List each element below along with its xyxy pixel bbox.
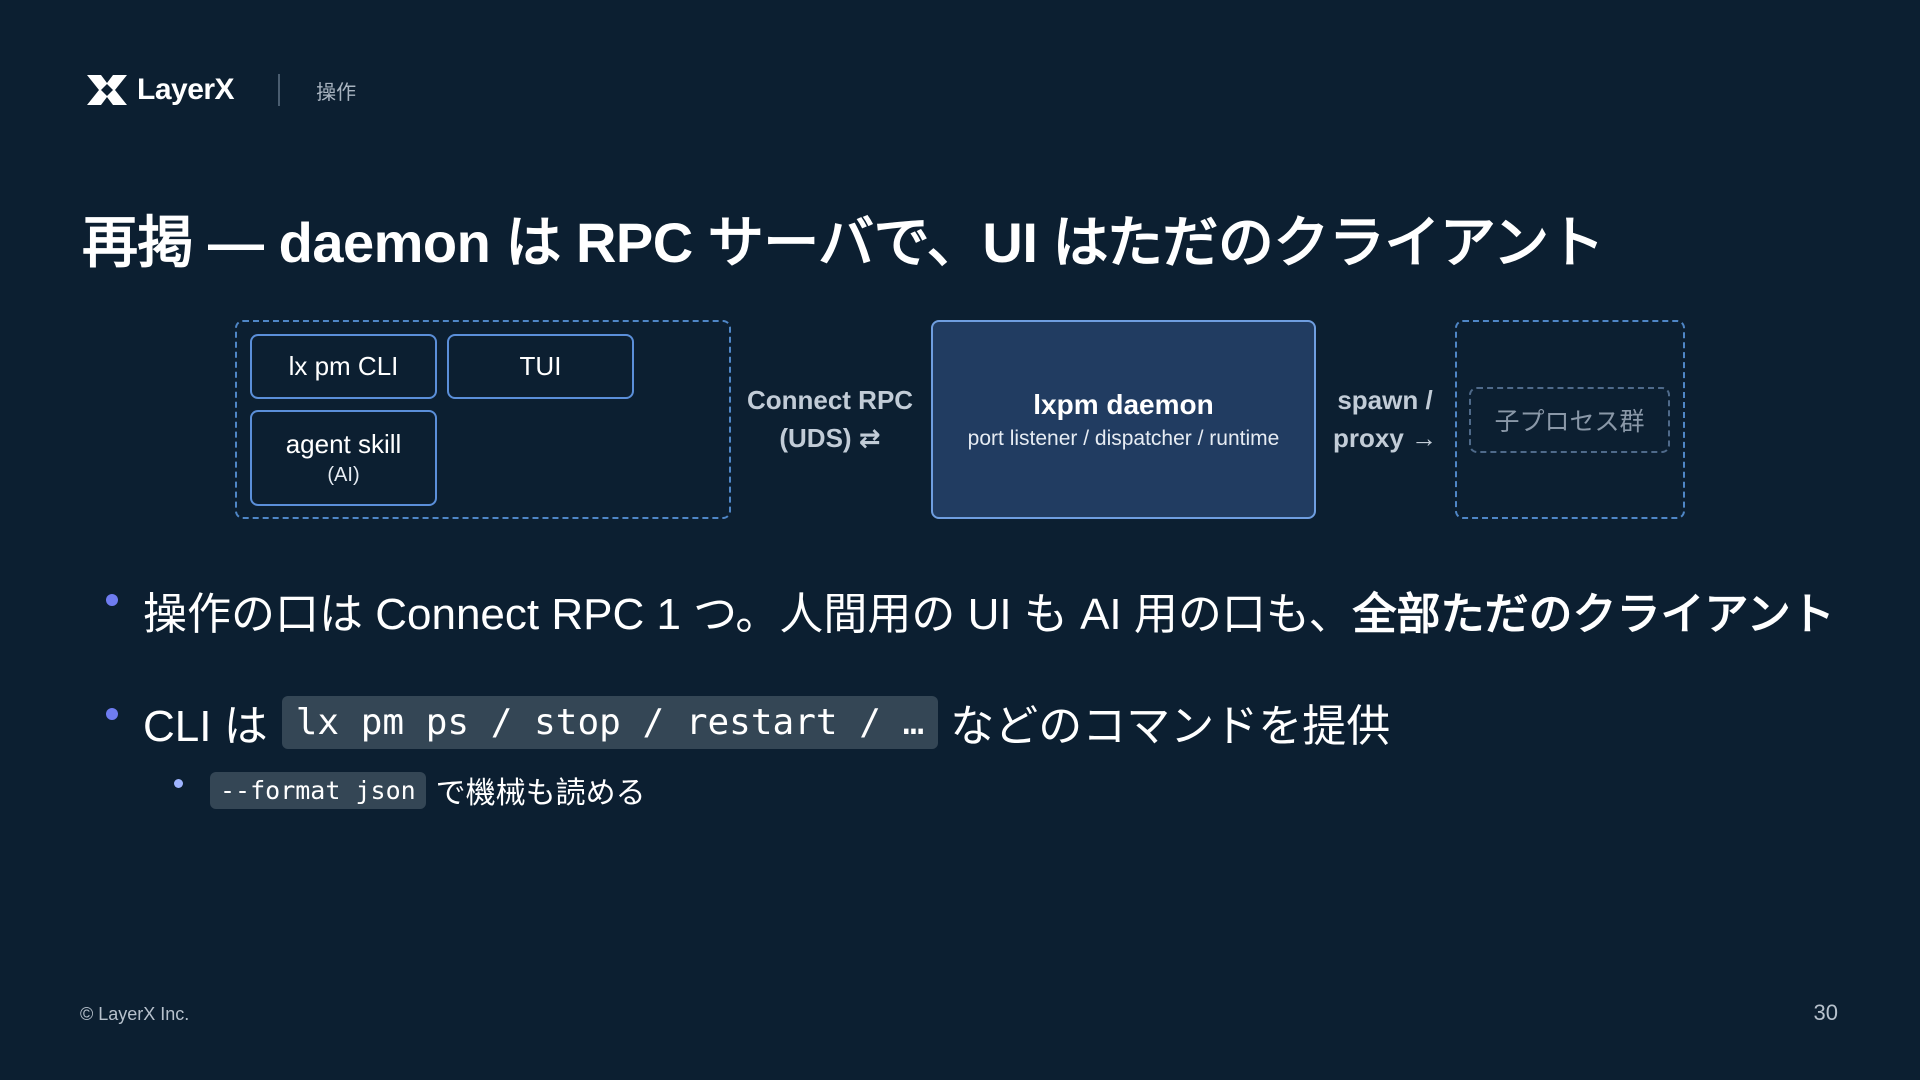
agent-skill-label: agent skill — [285, 429, 402, 459]
tui-label: TUI — [519, 351, 562, 381]
bullet-1-emphasis: 全部ただのクライアント — [1352, 590, 1835, 639]
bullet-marker — [106, 708, 118, 720]
bullet-2-suffix: などのコマンドを提供 — [950, 702, 1391, 751]
slide-header: LayerX 操作 — [85, 70, 356, 110]
spawn-label-line2: proxy → — [1332, 423, 1438, 453]
section-label: 操作 — [316, 81, 357, 104]
cli-label: lx pm CLI — [288, 351, 399, 381]
spawn-label-line1: spawn / — [1337, 385, 1433, 415]
rpc-connection-label: Connect RPC (UDS) ⇄ — [735, 381, 925, 457]
cli-commands-code: lx pm ps / stop / restart / … — [281, 695, 939, 749]
agent-skill-node: agent skill (AI) — [250, 410, 437, 506]
logo-text: LayerX — [137, 73, 235, 106]
copyright: © LayerX Inc. — [80, 1004, 190, 1024]
child-processes-label: 子プロセス群 — [1494, 408, 1645, 436]
sub-bullet-marker — [174, 779, 183, 788]
page-number: 30 — [1813, 1000, 1838, 1025]
sub-bullet-format-json: --format json で機械も読める — [210, 768, 646, 812]
bullet-1-text: 操作の口は Connect RPC 1 つ。人間用の UI も AI 用の口も、 — [143, 590, 1353, 639]
daemon-node: lxpm daemon port listener / dispatcher /… — [931, 320, 1316, 519]
slide-title: 再掲 — daemon は RPC サーバで、UI はただのクライアント — [82, 211, 1605, 274]
bullet-item-cli: CLI は lx pm ps / stop / restart / …などのコマン… — [143, 690, 1390, 754]
bullet-2-prefix: CLI は — [143, 702, 268, 751]
agent-skill-sublabel: (AI) — [327, 464, 360, 486]
rpc-label-line1: Connect RPC — [746, 385, 914, 415]
bullet-item-rpc: 操作の口は Connect RPC 1 つ。人間用の UI も AI 用の口も、… — [143, 578, 1835, 642]
layerx-logo: LayerX — [85, 71, 235, 109]
rpc-label-line2: (UDS) ⇄ — [779, 423, 881, 453]
layerx-logo-icon — [87, 75, 127, 105]
format-json-code: --format json — [210, 771, 426, 809]
spawn-connection-label: spawn / proxy → — [1320, 381, 1450, 457]
tui-node: TUI — [447, 334, 634, 399]
header-divider — [278, 74, 281, 106]
daemon-subtitle: port listener / dispatcher / runtime — [967, 426, 1280, 450]
daemon-title: lxpm daemon — [1033, 388, 1214, 420]
child-processes-node: 子プロセス群 — [1469, 387, 1670, 453]
sub-bullet-text: で機械も読める — [435, 777, 646, 810]
bullet-marker — [106, 594, 118, 606]
cli-node: lx pm CLI — [250, 334, 437, 399]
